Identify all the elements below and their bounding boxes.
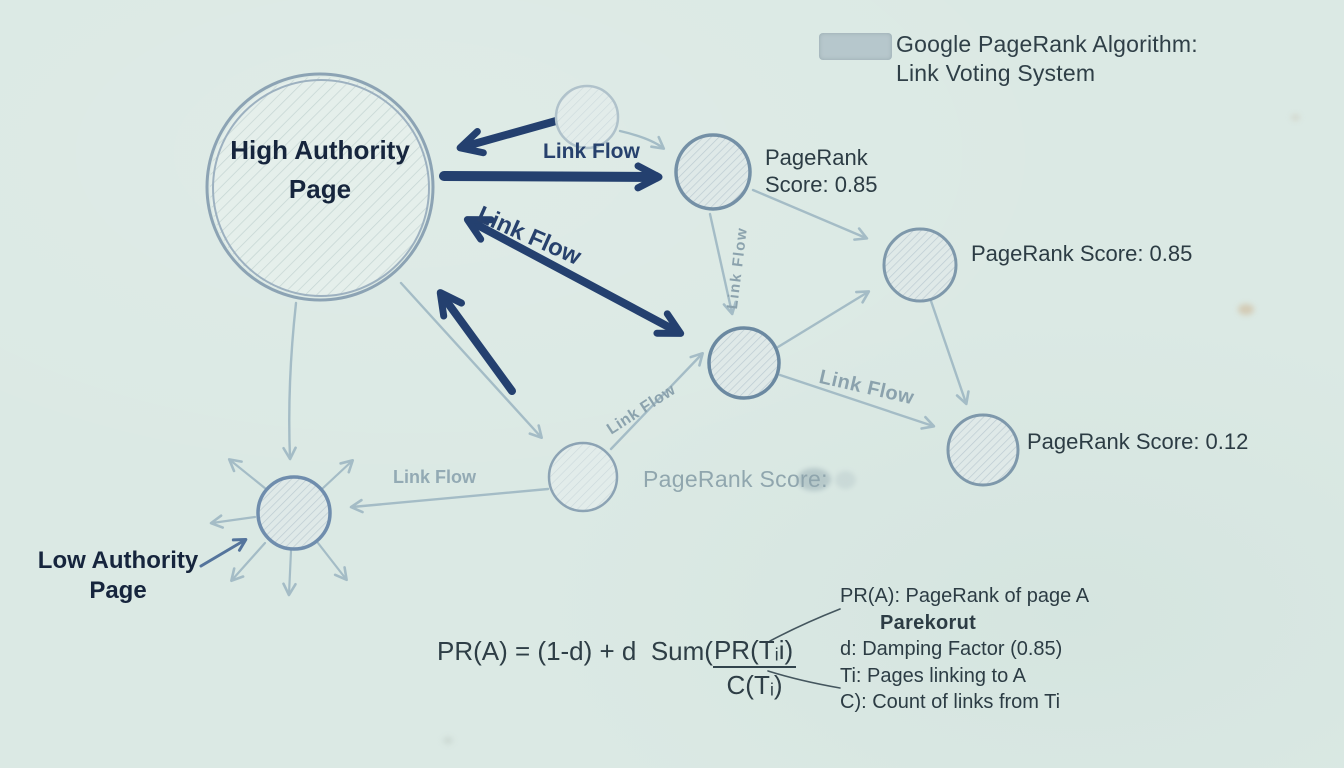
legend-title: Google PageRank Algorithm: Link Voting S… bbox=[896, 31, 1198, 86]
link-arrow-node2-to-node012 bbox=[929, 299, 970, 406]
link-arrow-center-to-node012 bbox=[778, 373, 936, 430]
outlink-up-left bbox=[227, 458, 268, 491]
formula-prefix: PR(A) = (1-d) + d Sum( bbox=[437, 636, 713, 666]
pagerank-score-faded-label: PageRank Score: bbox=[643, 466, 828, 492]
light-link-arrows bbox=[282, 129, 970, 514]
high-authority-node-inner-ring bbox=[212, 79, 430, 297]
node-pagerank-012 bbox=[946, 413, 1020, 487]
link-arrow-node1-to-node2 bbox=[751, 188, 869, 241]
formula-note-pra: PR(A): PageRank of page A bbox=[840, 585, 1090, 607]
navy-link-arrows bbox=[436, 117, 685, 395]
link-arrow-midbottom-to-lowauth bbox=[349, 487, 550, 514]
formula-denominator: C(Tᵢ) bbox=[726, 670, 783, 700]
paper-stain-3 bbox=[443, 737, 453, 744]
smudged-score-value bbox=[797, 468, 831, 491]
outlink-down-right bbox=[316, 541, 348, 582]
legend-swatch bbox=[819, 33, 892, 60]
formula-notes: PR(A): PageRank of page A Parekorut d: D… bbox=[840, 583, 1089, 716]
link-arrow-topnode-to-node1 bbox=[618, 129, 666, 150]
outlink-up-right bbox=[320, 459, 355, 491]
formula-numerator: PR(Tᵢi) bbox=[712, 636, 797, 668]
pagerank-score-bottomright-label: PageRank Score: 0.12 bbox=[1027, 429, 1249, 454]
link-arrow-high-to-midbottom bbox=[399, 281, 543, 440]
formula-fraction: PR(Tᵢi)C(Tᵢ) bbox=[712, 636, 797, 700]
navy-arrow-up-to-high bbox=[436, 289, 516, 395]
pagerank-score-top-label: PageRank Score: 0.85 bbox=[765, 145, 878, 197]
link-arrow-high-to-lowauth bbox=[282, 301, 298, 461]
navy-arrow-high-to-node1 bbox=[439, 162, 663, 192]
outlink-down-left bbox=[230, 541, 267, 583]
navy-arrow-topnode-to-high bbox=[456, 117, 560, 157]
high-authority-node-outer-ring bbox=[205, 72, 435, 302]
link-flow-label-bottomleft: Link Flow bbox=[393, 467, 476, 487]
high-authority-node-fill bbox=[210, 77, 430, 297]
paper-stain-1 bbox=[1238, 304, 1254, 315]
source-node-small bbox=[554, 84, 620, 150]
outlink-left bbox=[209, 514, 257, 529]
formula-connectors bbox=[767, 608, 841, 689]
node-mid-bottom bbox=[547, 441, 619, 513]
link-arrow-node1-to-center bbox=[708, 212, 737, 316]
formula-connector-line-2 bbox=[767, 670, 841, 689]
node-pagerank-085-a bbox=[674, 133, 752, 211]
link-arrow-midbottom-to-center bbox=[609, 351, 704, 451]
inlink-lowauth-from-label bbox=[199, 537, 248, 568]
paper-stain-2 bbox=[1291, 114, 1300, 121]
high-authority-node bbox=[205, 72, 435, 302]
pagerank-score-right-label: PageRank Score: 0.85 bbox=[971, 241, 1193, 266]
navy-arrow-bidirectional-high-center bbox=[463, 216, 685, 337]
formula-note-c: C): Count of links from Ti bbox=[840, 691, 1061, 713]
node-pagerank-085-b bbox=[882, 227, 958, 303]
low-authority-outlinks bbox=[209, 458, 355, 597]
formula-connector-line-1 bbox=[769, 608, 841, 642]
smudged-score-value-2 bbox=[835, 471, 856, 489]
node-center bbox=[707, 326, 781, 400]
low-authority-node bbox=[256, 475, 332, 551]
link-arrow-center-to-node2 bbox=[776, 290, 871, 349]
formula-note-damping: d: Damping Factor (0.85) bbox=[840, 638, 1063, 660]
pagerank-formula: PR(A) = (1-d) + d Sum(PR(Tᵢi)C(Tᵢ) bbox=[437, 636, 797, 700]
high-authority-label: High Authority Page bbox=[230, 135, 410, 204]
formula-note-ti: Ti: Pages linking to A bbox=[840, 664, 1027, 687]
low-authority-label: Low Authority Page bbox=[37, 547, 199, 604]
outlink-down bbox=[282, 549, 297, 597]
link-flow-label-top: Link Flow bbox=[543, 140, 640, 163]
formula-note-parekorut: Parekorut bbox=[880, 611, 977, 634]
